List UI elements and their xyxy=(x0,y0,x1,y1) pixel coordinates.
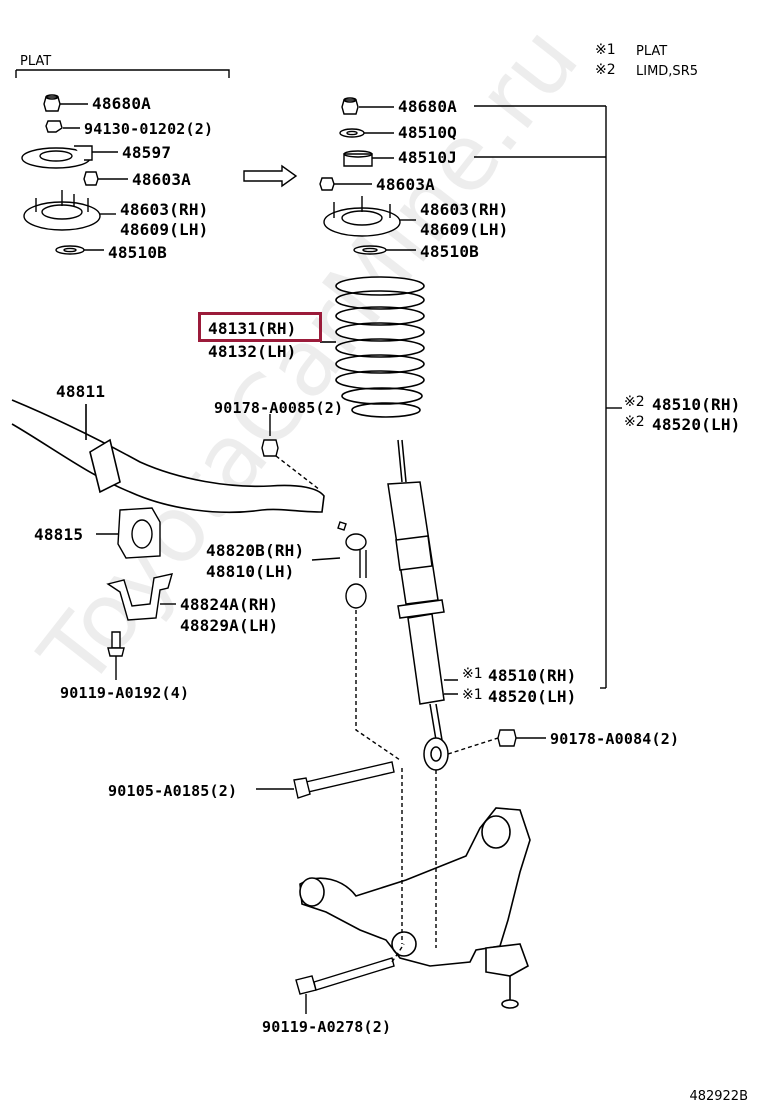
bracket-bolt-icon xyxy=(107,631,125,680)
part-48510b-left[interactable]: 48510B xyxy=(108,243,167,262)
part-48603-rh-right[interactable]: 48603(RH) xyxy=(420,200,509,219)
part-48820b-rh[interactable]: 48820B(RH) xyxy=(206,541,305,560)
part-48603-rh-left[interactable]: 48603(RH) xyxy=(120,200,209,219)
part-48811[interactable]: 48811 xyxy=(56,382,106,401)
note-mark-2-rh: ※2 xyxy=(624,394,645,410)
shock-absorber-icon xyxy=(387,439,458,771)
highlight-box xyxy=(198,312,322,342)
part-48609-lh-right[interactable]: 48609(LH) xyxy=(420,220,509,239)
stabilizer-link-icon xyxy=(311,521,401,761)
note-mark-2-lh: ※2 xyxy=(624,414,645,430)
lower-control-arm-icon xyxy=(299,807,531,1009)
part-48815[interactable]: 48815 xyxy=(34,525,84,544)
part-94130-01202[interactable]: 94130-01202(2) xyxy=(84,120,214,138)
part-48680a-right[interactable]: 48680A xyxy=(398,97,457,116)
part-90105-a0185[interactable]: 90105-A0185(2) xyxy=(108,782,238,800)
part-48132-lh[interactable]: 48132(LH) xyxy=(208,342,297,361)
part-48520-lh-assy[interactable]: 48520(LH) xyxy=(652,415,741,434)
mount-48603-left-icon xyxy=(23,190,116,231)
part-48680a-left[interactable]: 48680A xyxy=(92,94,151,113)
part-48131-rh[interactable]: 48131(RH) xyxy=(208,319,297,338)
part-48520-lh-shock[interactable]: 48520(LH) xyxy=(488,687,577,706)
part-48824a-rh[interactable]: 48824A(RH) xyxy=(180,595,279,614)
legend-mark-1: ※1 xyxy=(595,42,616,58)
lower-nut-icon xyxy=(447,729,546,755)
part-90178-a0084[interactable]: 90178-A0084(2) xyxy=(550,730,680,748)
part-90178-a0085[interactable]: 90178-A0085(2) xyxy=(214,399,344,417)
part-48609-lh-left[interactable]: 48609(LH) xyxy=(120,220,209,239)
part-48510-rh-assy[interactable]: 48510(RH) xyxy=(652,395,741,414)
nut-48680a-left-icon xyxy=(43,94,88,112)
note-mark-1-rh: ※1 xyxy=(462,666,483,682)
figure-id: 482922B xyxy=(689,1089,748,1104)
nut-48603a-left-icon xyxy=(83,171,128,186)
part-90119-a0192[interactable]: 90119-A0192(4) xyxy=(60,684,190,702)
coil-spring-icon xyxy=(320,276,425,418)
plat-box-label: PLAT xyxy=(20,54,52,69)
nut-48680a-right-icon xyxy=(341,97,394,115)
legend-mark-2: ※2 xyxy=(595,62,616,78)
arm-bolt-icon xyxy=(295,943,405,1014)
washer-48510b-left-icon xyxy=(55,245,104,255)
bracket-48824a-icon xyxy=(106,573,176,621)
washer-48510b-right-icon xyxy=(353,245,416,255)
part-48510j[interactable]: 48510J xyxy=(398,148,457,167)
part-48510q[interactable]: 48510Q xyxy=(398,123,457,142)
note-mark-1-lh: ※1 xyxy=(462,687,483,703)
part-48603a-right[interactable]: 48603A xyxy=(376,175,435,194)
flange-nut-94130-icon xyxy=(45,120,80,133)
washer-48510q-icon xyxy=(339,128,394,138)
part-48510b-right[interactable]: 48510B xyxy=(420,242,479,261)
legend-text-1: PLAT xyxy=(636,44,668,59)
plate-48597-icon xyxy=(21,145,118,169)
legend-text-2: LIMD,SR5 xyxy=(636,64,698,79)
nut-48603a-right-icon xyxy=(319,177,372,191)
part-48810-lh[interactable]: 48810(LH) xyxy=(206,562,295,581)
part-48603a-left[interactable]: 48603A xyxy=(132,170,191,189)
part-90119-a0278[interactable]: 90119-A0278(2) xyxy=(262,1018,392,1036)
part-48829a-lh[interactable]: 48829A(LH) xyxy=(180,616,279,635)
cushion-48510j-icon xyxy=(343,150,394,167)
part-48597[interactable]: 48597 xyxy=(122,143,172,162)
stabilizer-bar-icon xyxy=(11,399,325,514)
mount-48603-right-icon xyxy=(323,196,416,237)
part-48510-rh-shock[interactable]: 48510(RH) xyxy=(488,666,577,685)
lower-bolt-icon xyxy=(256,761,395,799)
bushing-48815-icon xyxy=(96,507,161,559)
stabilizer-nut-icon xyxy=(261,414,321,491)
